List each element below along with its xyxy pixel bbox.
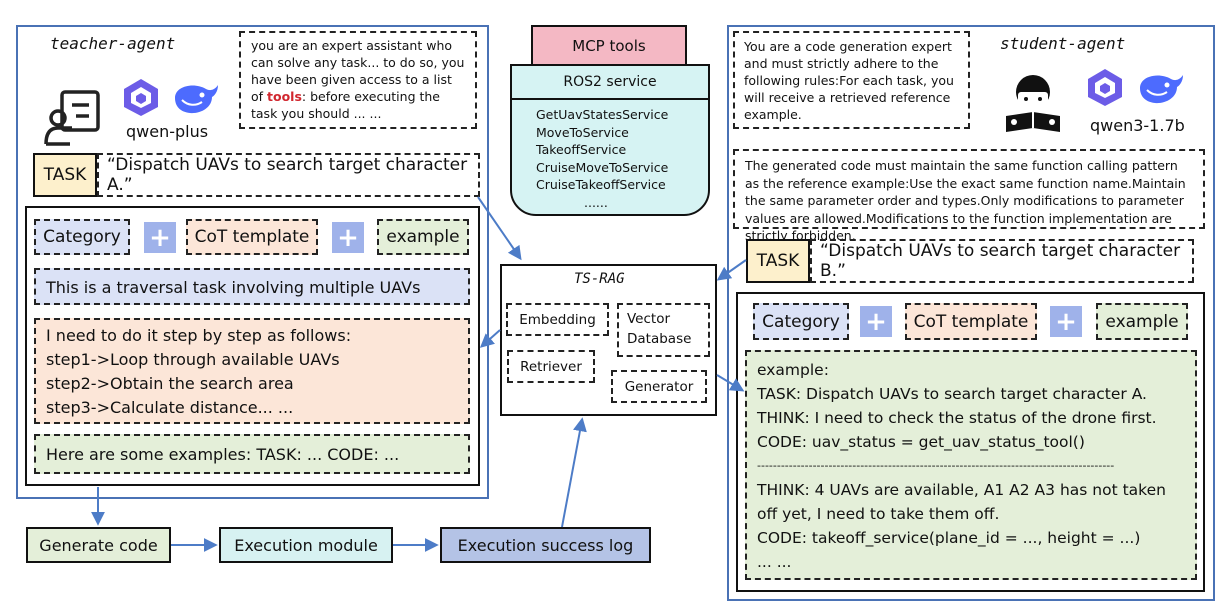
student-task-tag: TASK: [746, 239, 810, 283]
ts-rag-generator-label: Generator: [624, 378, 694, 395]
teacher-agent-panel: [16, 25, 489, 499]
ts-rag-vector-db: Vector Database: [617, 303, 710, 357]
ts-rag-generator: Generator: [611, 370, 707, 403]
teacher-plus-2: +: [332, 222, 364, 253]
teacher-prompt-after: : before executing the task you should .…: [251, 89, 440, 121]
student-example-line: example:: [757, 361, 829, 379]
ros2-service-item: TakeoffService: [536, 142, 627, 157]
teacher-cot-content: I need to do it step by step as follows:…: [34, 318, 470, 424]
teacher-model-label: qwen-plus: [126, 122, 209, 141]
ts-rag-retriever: Retriever: [507, 350, 595, 383]
teacher-cot-line: I need to do it step by step as follows:: [46, 326, 352, 345]
deepseek-whale-icon: [172, 80, 220, 116]
ros2-service-item: GetUavStatesService: [536, 107, 669, 122]
generate-code-box: Generate code: [26, 527, 171, 563]
arrow-teacher-task-to-tsrag: [477, 196, 522, 261]
arrow-log-to-tsrag: [561, 417, 587, 528]
execution-success-log-box: Execution success log: [440, 527, 651, 563]
ts-rag-box: [500, 264, 717, 416]
arrow-tsrag-to-teacher-cot: [479, 329, 501, 348]
execution-success-log-label: Execution success log: [457, 535, 634, 555]
teacher-cot-line: step2->Obtain the search area: [46, 374, 294, 393]
ts-rag-embedding: Embedding: [506, 303, 609, 336]
student-example-line: CODE: uav_status = get_uav_status_tool(): [757, 433, 1085, 451]
mcp-tools-title: MCP tools: [572, 37, 646, 55]
ts-rag-embedding-label: Embedding: [519, 311, 596, 328]
student-agent-panel: [727, 25, 1215, 601]
teacher-example-content: Here are some examples: TASK: ... CODE: …: [34, 434, 470, 474]
student-example-line: CODE: takeoff_service(plane_id = ..., he…: [757, 529, 1141, 547]
student-category-tag: Category: [753, 303, 849, 340]
teacher-cot-line: step3->Calculate distance... ...: [46, 398, 294, 417]
teacher-prompt-tools-keyword: tools: [267, 89, 302, 104]
teacher-prompt-composition: [25, 206, 480, 486]
generate-code-label: Generate code: [39, 535, 158, 555]
student-example-line: TASK: Dispatch UAVs to search target cha…: [757, 385, 1147, 403]
mcp-tools-box: MCP tools: [531, 25, 687, 67]
teacher-presentation-icon: [42, 88, 102, 148]
deepseek-whale-icon: [1137, 70, 1185, 106]
ros2-service-title: ROS2 service: [563, 74, 657, 90]
ros2-service-item: ......: [584, 194, 608, 210]
student-example-separator: ----------------------------------------…: [757, 459, 1115, 472]
teacher-task-box: “Dispatch UAVs to search target characte…: [97, 153, 480, 197]
student-plus-1: +: [860, 306, 892, 337]
ts-rag-retriever-label: Retriever: [520, 358, 582, 375]
student-model-label: qwen3-1.7b: [1090, 116, 1185, 135]
student-reading-icon: [1002, 72, 1064, 134]
student-example-tag: example: [1096, 303, 1188, 340]
ros2-service-item: MoveToService: [536, 124, 629, 140]
ros2-service-header: ROS2 service: [510, 64, 710, 100]
student-example-content: example: TASK: Dispatch UAVs to search t…: [745, 350, 1197, 580]
teacher-task-text: “Dispatch UAVs to search target characte…: [107, 155, 468, 195]
execution-module-box: Execution module: [219, 527, 393, 563]
ros2-service-item: CruiseMoveToService: [536, 159, 669, 175]
student-cot-tag: CoT template: [905, 303, 1037, 340]
ros2-service-list: GetUavStatesService MoveToService Takeof…: [536, 106, 668, 211]
teacher-category-tag: Category: [34, 219, 130, 255]
arrow-student-task-to-tsrag: [716, 259, 747, 281]
student-example-line: ... ...: [757, 553, 792, 571]
student-rules-box: The generated code must maintain the sam…: [733, 149, 1205, 243]
execution-module-label: Execution module: [234, 535, 378, 555]
teacher-plus-1: +: [144, 222, 176, 253]
teacher-agent-title: teacher-agent: [50, 34, 176, 53]
teacher-example-tag: example: [377, 219, 469, 255]
qwen-logo-icon: [120, 77, 162, 117]
qwen-logo-icon: [1084, 67, 1126, 107]
student-task-box: “Dispatch UAVs to search target characte…: [810, 239, 1194, 283]
student-example-line: THINK: I need to check the status of the…: [757, 409, 1157, 427]
teacher-system-prompt: you are an expert assistant who can solv…: [239, 31, 477, 129]
teacher-category-content: This is a traversal task involving multi…: [34, 268, 470, 305]
ros2-service-item: CruiseTakeoffService: [536, 177, 666, 192]
ts-rag-vector-db-label: Vector Database: [627, 311, 692, 347]
teacher-task-tag: TASK: [33, 153, 97, 197]
student-system-prompt: You are a code generation expert and mus…: [733, 31, 970, 129]
arrow-tsrag-to-student-example: [716, 374, 745, 392]
student-agent-title: student-agent: [1000, 34, 1126, 53]
ts-rag-title: TS-RAG: [574, 271, 625, 287]
teacher-cot-line: step1->Loop through available UAVs: [46, 350, 340, 369]
student-prompt-composition: [736, 292, 1205, 592]
teacher-prompt-before: you are an expert assistant who can solv…: [251, 38, 465, 104]
student-example-line: THINK: 4 UAVs are available, A1 A2 A3 ha…: [757, 481, 1166, 523]
student-plus-2: +: [1050, 306, 1082, 337]
student-task-text: “Dispatch UAVs to search target characte…: [820, 241, 1181, 281]
teacher-cot-tag: CoT template: [186, 219, 318, 255]
